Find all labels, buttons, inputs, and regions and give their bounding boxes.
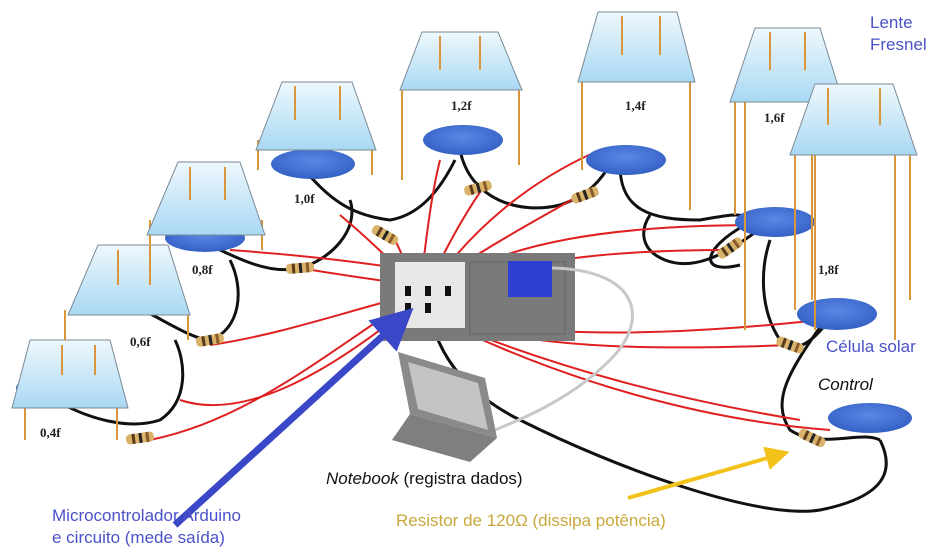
- notebook-label-rest: (registra dados): [398, 469, 523, 488]
- arduino-arrow: [172, 307, 414, 528]
- distance-label-0-4f: 0,4f: [40, 425, 61, 440]
- lens-label-line1: Lente: [870, 13, 913, 32]
- distance-label-1-8f: 1,8f: [818, 262, 839, 277]
- resistor-icon: [571, 186, 599, 204]
- distance-label-1-6f: 1,6f: [764, 110, 785, 125]
- arduino-label: Microcontrolador Arduino e circuito (med…: [52, 505, 241, 549]
- control-label: Control: [818, 375, 873, 394]
- solar-cell-icon: [271, 149, 355, 179]
- resistor-arrow: [627, 446, 790, 500]
- lens-label: Lente Fresnel: [870, 12, 927, 56]
- solar-cell-icon: [586, 145, 666, 175]
- resistors: [125, 180, 826, 448]
- arduino-board-icon: [380, 253, 575, 341]
- solar-cell-icon: [828, 403, 912, 433]
- distance-label-1-4f: 1,4f: [625, 98, 646, 113]
- resistor-icon: [798, 428, 826, 448]
- solar-cell-label: Célula solar: [826, 337, 916, 356]
- arduino-label-line2: e circuito (mede saída): [52, 528, 225, 547]
- fresnel-lens-icon: [577, 11, 696, 210]
- resistor-icon: [195, 333, 225, 347]
- resistor-icon: [717, 237, 743, 259]
- distance-label-1-2f: 1,2f: [451, 98, 472, 113]
- resistor-icon: [464, 180, 492, 196]
- lens-label-line2: Fresnel: [870, 35, 927, 54]
- resistor-icon: [776, 336, 804, 354]
- distance-label-0-6f: 0,6f: [130, 334, 151, 349]
- arduino-label-line1: Microcontrolador Arduino: [52, 506, 241, 525]
- fresnel-lenses: [11, 11, 918, 440]
- resistor-icon: [371, 225, 399, 245]
- solar-cell-icon: [423, 125, 503, 155]
- resistor-icon: [285, 262, 315, 274]
- laptop-icon: [392, 352, 497, 462]
- fresnel-lens-icon: [399, 31, 523, 180]
- resistor-label: Resistor de 120Ω (dissipa potência): [396, 511, 666, 530]
- solar-cell-icon: [797, 298, 877, 330]
- fresnel-lens-icon: [146, 161, 266, 250]
- usb-cable: [489, 266, 634, 434]
- fresnel-lens-icon: [789, 83, 918, 340]
- notebook-label: Notebook (registra dados): [326, 468, 523, 490]
- fresnel-lens-icon: [64, 244, 191, 340]
- fresnel-lens-icon: [255, 81, 377, 175]
- resistor-icon: [125, 431, 155, 445]
- distance-labels: 0,4f 0,6f 0,8f 1,0f 1,2f 1,4f 1,6f 1,8f: [40, 98, 839, 440]
- fresnel-lens-icon: [11, 339, 129, 440]
- notebook-label-italic: Notebook: [326, 469, 399, 488]
- solar-cell-icon: [735, 207, 815, 237]
- fresnel-lens-icon: [729, 27, 844, 330]
- distance-label-1-0f: 1,0f: [294, 191, 315, 206]
- distance-label-0-8f: 0,8f: [192, 262, 213, 277]
